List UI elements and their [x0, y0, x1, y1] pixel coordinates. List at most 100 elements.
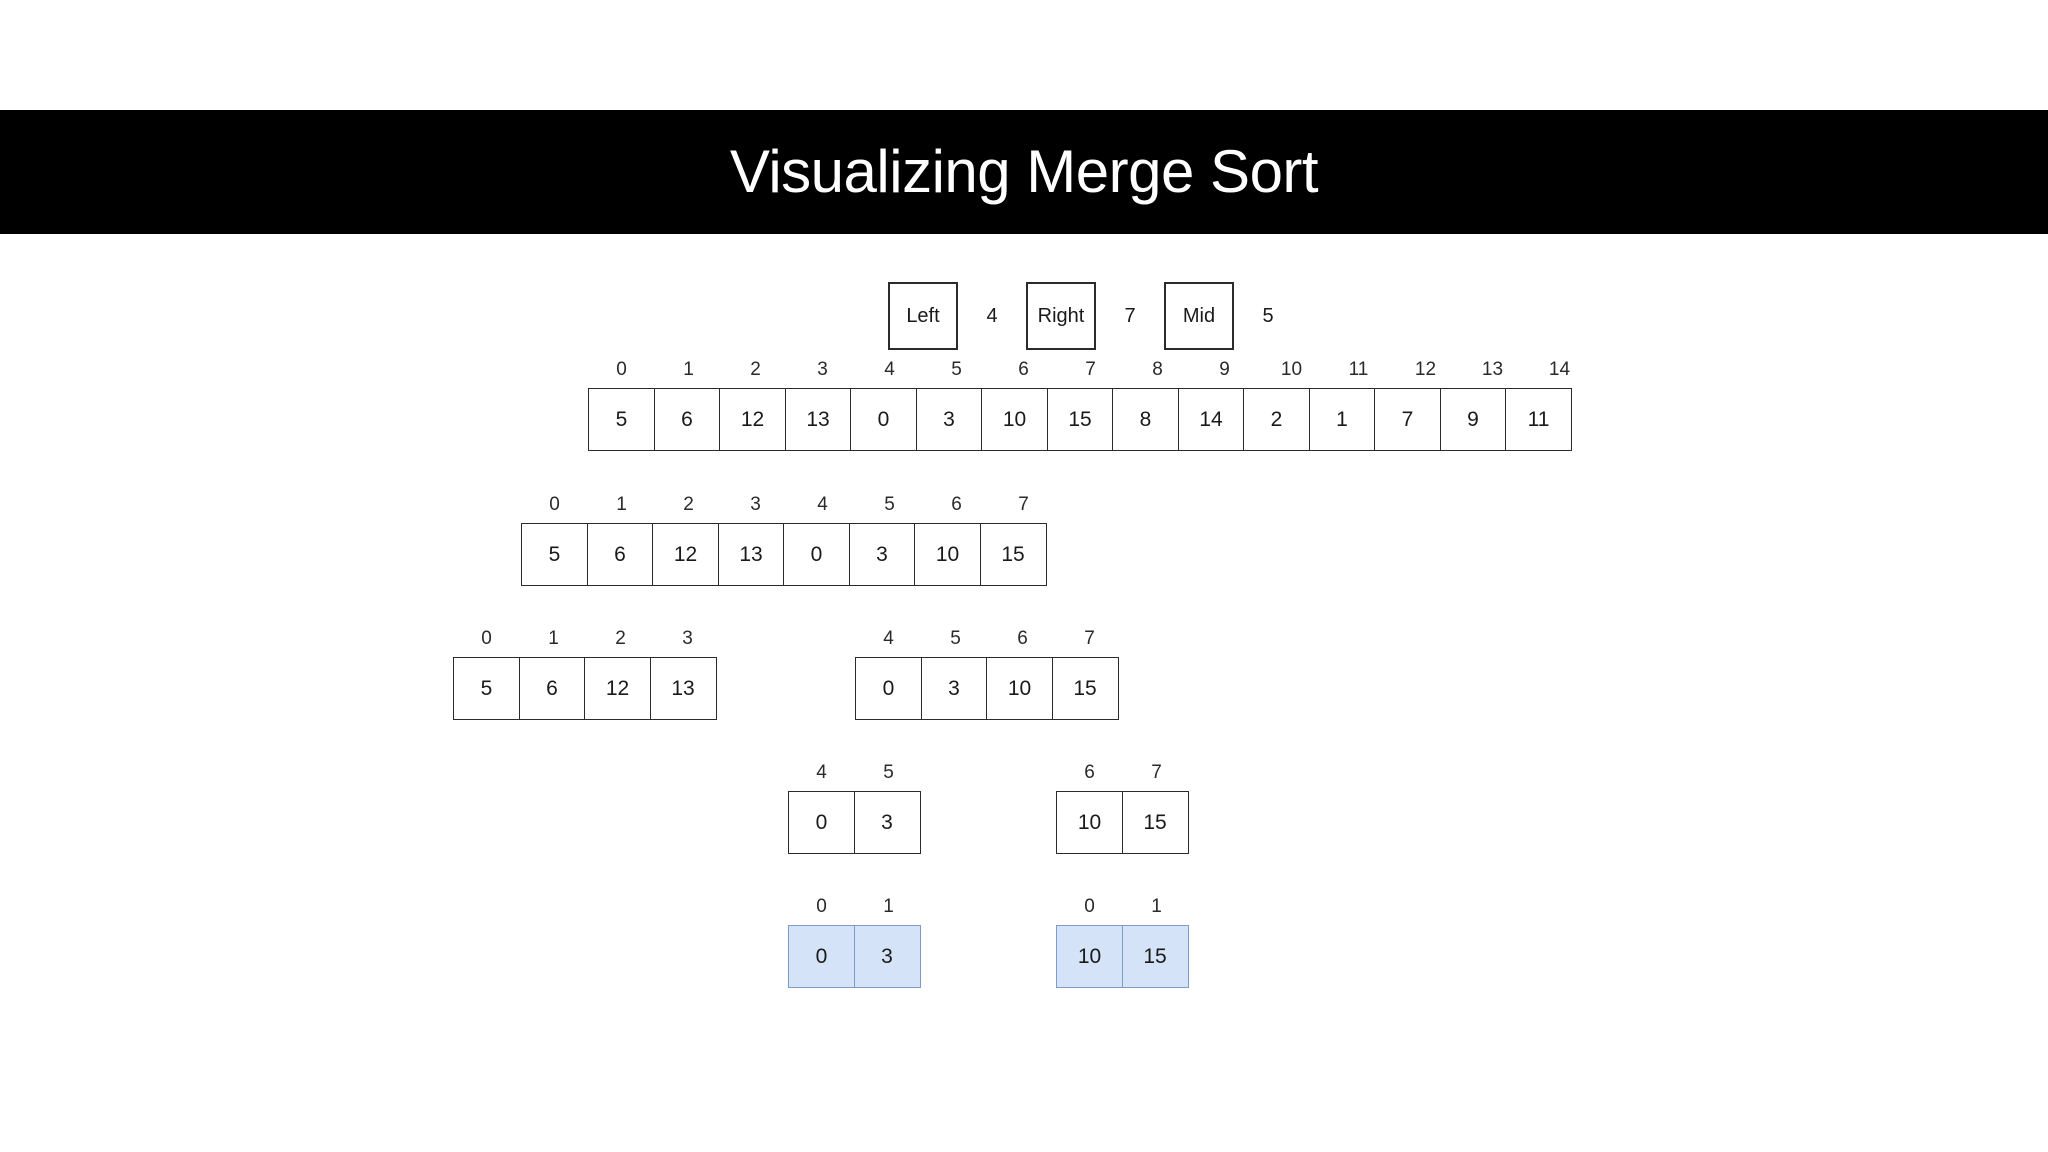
index-label: 2 [615, 628, 626, 649]
array-cell[interactable]: 14 [1177, 388, 1245, 451]
array-cell[interactable]: 10 [914, 523, 981, 586]
array-cell[interactable]: 11 [1505, 388, 1572, 451]
pointer-mid-value: 5 [1262, 304, 1274, 327]
array-cell[interactable]: 0 [850, 388, 917, 451]
array-cell[interactable]: 15 [1046, 388, 1114, 451]
index-label: 4 [816, 762, 827, 783]
array-cell[interactable]: 5 [453, 657, 520, 720]
array-cell[interactable]: 3 [853, 925, 921, 988]
index-label: 4 [883, 628, 894, 649]
array-cell[interactable]: 15 [1121, 925, 1189, 988]
array-cell[interactable]: 2 [1243, 388, 1310, 451]
array-cell[interactable]: 15 [1121, 791, 1189, 854]
index-label: 2 [750, 359, 761, 380]
pointer-right-value: 7 [1124, 304, 1136, 327]
index-label: 8 [1152, 359, 1163, 380]
index-label: 1 [616, 494, 627, 515]
array-cell[interactable]: 8 [1112, 388, 1179, 451]
index-label: 5 [951, 359, 962, 380]
pointer-mid: Mid 5 [1164, 282, 1302, 350]
pointer-left-label: Left [888, 282, 958, 350]
pointer-right-label: Right [1026, 282, 1096, 350]
index-label: 3 [682, 628, 693, 649]
array-cell[interactable]: 13 [649, 657, 717, 720]
index-label: 3 [750, 494, 761, 515]
array-cell[interactable]: 12 [652, 523, 719, 586]
index-label: 11 [1348, 359, 1369, 380]
index-label: 3 [817, 359, 828, 380]
array-cell[interactable]: 0 [788, 925, 855, 988]
index-label: 6 [1084, 762, 1095, 783]
index-label: 4 [817, 494, 828, 515]
index-label: 0 [816, 896, 827, 917]
index-label: 2 [683, 494, 694, 515]
array-cell[interactable]: 6 [586, 523, 654, 586]
index-label: 14 [1548, 359, 1571, 380]
array-cell[interactable]: 10 [1056, 925, 1123, 988]
array-cell[interactable]: 3 [853, 791, 921, 854]
pointer-right: Right 7 [1026, 282, 1164, 350]
index-row: 4 5 6 7 [855, 628, 1123, 650]
pointer-row: Left 4 Right 7 Mid 5 [888, 282, 1302, 350]
pointer-mid-label: Mid [1164, 282, 1234, 350]
index-label: 0 [616, 359, 627, 380]
index-label: 1 [683, 359, 694, 380]
array-cell[interactable]: 6 [653, 388, 721, 451]
array-cell[interactable]: 15 [979, 523, 1047, 586]
index-label: 5 [884, 494, 895, 515]
array-cell[interactable]: 15 [1051, 657, 1119, 720]
top-spacer [0, 0, 2048, 110]
array-cell[interactable]: 13 [717, 523, 785, 586]
array-cell[interactable]: 7 [1374, 388, 1441, 451]
index-label: 0 [549, 494, 560, 515]
pointer-left: Left 4 [888, 282, 1026, 350]
index-label: 12 [1414, 359, 1437, 380]
array-cell[interactable]: 6 [518, 657, 586, 720]
index-label: 1 [548, 628, 559, 649]
index-label: 6 [1017, 628, 1028, 649]
index-label: 7 [1084, 628, 1095, 649]
array-cell[interactable]: 3 [848, 523, 916, 586]
array-cell[interactable]: 3 [915, 388, 983, 451]
index-label: 7 [1151, 762, 1162, 783]
array-cell[interactable]: 12 [719, 388, 786, 451]
index-label: 13 [1481, 359, 1504, 380]
pointer-left-value: 4 [986, 304, 998, 327]
array-cell[interactable]: 0 [788, 791, 855, 854]
array-cell[interactable]: 3 [920, 657, 988, 720]
array-cell[interactable]: 13 [784, 388, 852, 451]
array-cell[interactable]: 12 [584, 657, 651, 720]
index-label: 9 [1219, 359, 1230, 380]
array-cell[interactable]: 9 [1439, 388, 1507, 451]
index-row: 0 1 2 3 [453, 628, 721, 650]
index-label: 0 [481, 628, 492, 649]
title-banner: Visualizing Merge Sort [0, 110, 2048, 234]
array-cell[interactable]: 10 [986, 657, 1053, 720]
index-label: 7 [1085, 359, 1096, 380]
array-cell[interactable]: 5 [521, 523, 588, 586]
index-label: 5 [883, 762, 894, 783]
array-cell[interactable]: 10 [981, 388, 1048, 451]
array-cell[interactable]: 0 [783, 523, 850, 586]
index-label: 5 [950, 628, 961, 649]
array-cell[interactable]: 10 [1056, 791, 1123, 854]
array-cell[interactable]: 0 [855, 657, 922, 720]
array-cell[interactable]: 1 [1308, 388, 1376, 451]
array-cell[interactable]: 5 [588, 388, 655, 451]
index-label: 4 [884, 359, 895, 380]
index-label: 6 [1018, 359, 1029, 380]
